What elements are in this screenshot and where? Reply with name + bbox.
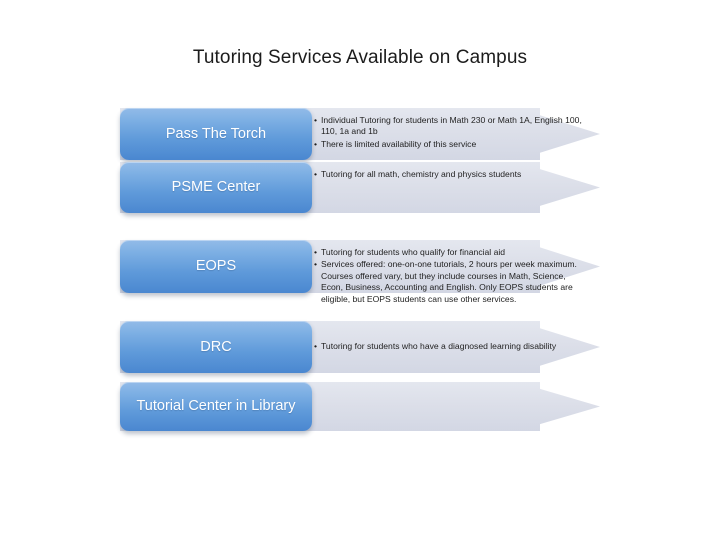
process-step-label: Tutorial Center in Library xyxy=(136,398,296,414)
row-bullet-list: Tutoring for students who have a diagnos… xyxy=(314,321,582,373)
row-bullet-list: Individual Tutoring for students in Math… xyxy=(314,108,582,160)
list-item: There is limited availability of this se… xyxy=(314,139,582,151)
row-bullet-list: Tutoring for all math, chemistry and phy… xyxy=(314,162,582,213)
process-step-button[interactable]: EOPS xyxy=(120,240,312,293)
page-title: Tutoring Services Available on Campus xyxy=(192,47,528,68)
process-step-label: EOPS xyxy=(195,258,237,274)
process-row: Tutorial Center in Library xyxy=(120,382,600,431)
process-step-label: PSME Center xyxy=(171,179,261,195)
list-item: Tutoring for all math, chemistry and phy… xyxy=(314,169,582,181)
row-bullet-list xyxy=(314,382,582,431)
process-step-label: Pass The Torch xyxy=(165,125,267,142)
process-row: Tutoring for all math, chemistry and phy… xyxy=(120,162,600,213)
list-item: Tutoring for students who qualify for fi… xyxy=(314,247,582,259)
list-item: Individual Tutoring for students in Math… xyxy=(314,115,582,138)
list-item: Tutoring for students who have a diagnos… xyxy=(314,341,582,353)
process-step-button[interactable]: DRC xyxy=(120,321,312,373)
process-step-label: DRC xyxy=(200,338,232,355)
process-row: Tutoring for students who qualify for fi… xyxy=(120,240,600,304)
process-step-button[interactable]: PSME Center xyxy=(120,162,312,213)
process-step-button[interactable]: Pass The Torch xyxy=(120,108,312,160)
list-item: Services offered: one-on-one tutorials, … xyxy=(314,259,582,305)
process-step-button[interactable]: Tutorial Center in Library xyxy=(120,382,312,431)
process-row: Individual Tutoring for students in Math… xyxy=(120,108,600,160)
process-row: Tutoring for students who have a diagnos… xyxy=(120,321,600,373)
row-bullet-list: Tutoring for students who qualify for fi… xyxy=(314,240,582,304)
